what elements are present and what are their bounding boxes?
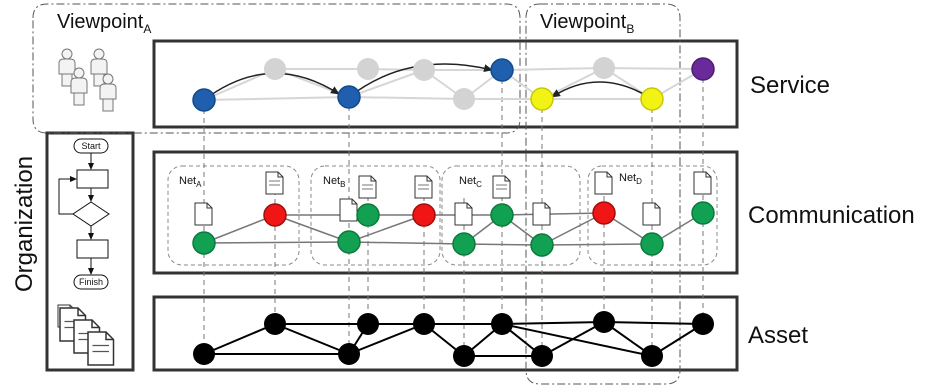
document-icon — [194, 202, 213, 226]
asset-nodes — [193, 311, 714, 367]
flowchart-finish — [73, 274, 109, 290]
comm-node-alert — [412, 203, 436, 227]
document-icon — [594, 171, 613, 195]
asset-node — [641, 345, 663, 367]
asset-edges — [203, 321, 704, 357]
flowchart-finish-label: Finish — [79, 277, 103, 287]
communication-layer-label: Communication — [748, 202, 915, 229]
document-icon — [414, 175, 433, 199]
service-node-highlight — [640, 87, 664, 111]
service-node — [413, 59, 435, 81]
net-b-label: NetB — [323, 175, 345, 189]
comm-node — [452, 232, 476, 256]
document-icon — [693, 171, 712, 195]
asset-node — [338, 343, 360, 365]
asset-node — [453, 345, 475, 367]
viewpoint-b-label: ViewpointB — [540, 11, 634, 36]
comm-node — [337, 230, 361, 254]
net-a-box — [167, 165, 300, 266]
flowchart-decision — [72, 201, 110, 227]
vertical-mapping-lines — [203, 69, 704, 356]
organization-label: Organization — [11, 156, 38, 292]
people-icon — [58, 48, 117, 112]
service-nodes — [192, 57, 715, 112]
document-icon — [265, 171, 284, 195]
document-icon — [339, 198, 358, 222]
service-node — [453, 88, 475, 110]
service-layer-box — [152, 39, 739, 129]
comm-node — [640, 232, 664, 256]
asset-node — [531, 345, 553, 367]
asset-node — [491, 313, 513, 335]
asset-node — [357, 313, 379, 335]
asset-layer-box — [152, 295, 739, 372]
viewpoint-a-outline — [32, 3, 521, 134]
document-icon — [454, 202, 473, 226]
service-node-active — [490, 58, 514, 82]
service-node — [357, 58, 379, 80]
documents-stack-icon — [57, 304, 115, 366]
communication-nodes — [192, 201, 715, 257]
net-a-label: NetA — [179, 175, 202, 189]
asset-node — [413, 313, 435, 335]
comm-node-alert — [592, 201, 616, 225]
service-node — [593, 57, 615, 79]
asset-node — [692, 313, 714, 335]
flowchart-process — [76, 239, 109, 259]
comm-node-alert — [263, 203, 287, 227]
asset-node — [193, 343, 215, 365]
comm-node — [490, 203, 514, 227]
document-icon — [532, 202, 551, 226]
service-node — [264, 58, 286, 80]
net-d-label: NetD — [619, 172, 642, 186]
asset-layer-label: Asset — [748, 322, 808, 349]
flowchart — [58, 138, 110, 290]
comm-node — [530, 233, 554, 257]
comm-node — [192, 231, 216, 255]
service-node-active — [192, 88, 216, 112]
viewpoint-b-outline — [525, 3, 681, 385]
document-icon — [642, 202, 661, 226]
service-layer-label: Service — [750, 72, 830, 99]
comm-node — [356, 203, 380, 227]
asset-node — [264, 313, 286, 335]
comm-node — [691, 201, 715, 225]
flowchart-start-label: Start — [81, 141, 101, 151]
net-c-label: NetC — [459, 175, 482, 189]
viewpoint-a-label: ViewpointA — [57, 11, 151, 36]
document-icon — [358, 175, 377, 199]
service-node-highlight — [530, 87, 554, 111]
service-node-special — [691, 57, 715, 81]
asset-node — [593, 311, 615, 333]
service-node-active — [337, 85, 361, 109]
communication-layer-box — [152, 150, 739, 275]
document-icon — [492, 175, 511, 199]
flowchart-process — [76, 169, 109, 189]
